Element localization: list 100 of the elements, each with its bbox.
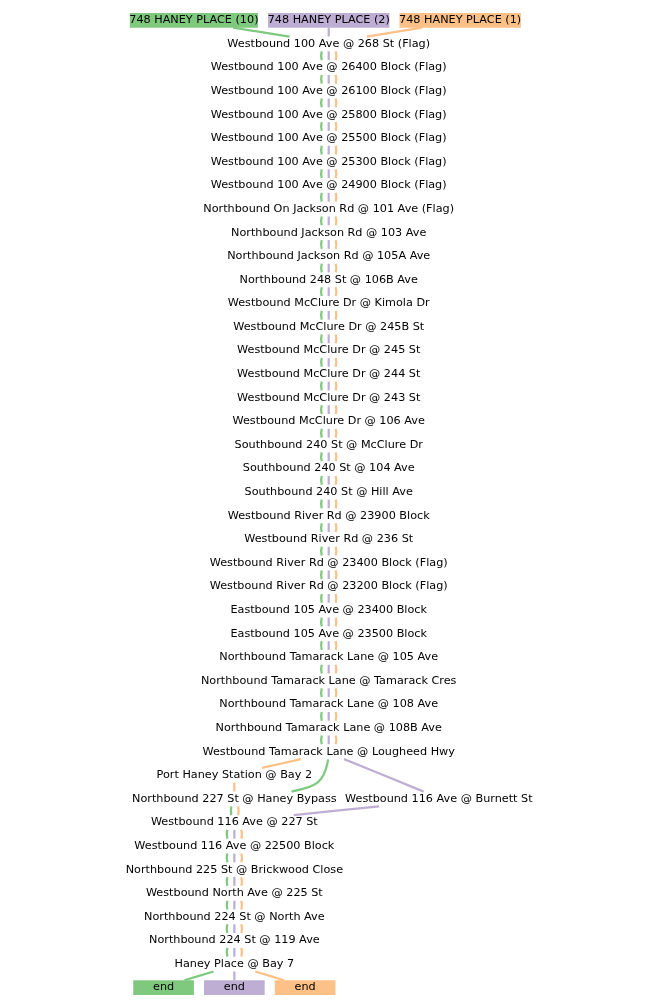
connector bbox=[343, 758, 424, 793]
connector bbox=[334, 239, 337, 250]
node-box: end bbox=[132, 980, 194, 995]
connector bbox=[334, 452, 337, 462]
node-text: Westbound McClure Dr @ 245 St bbox=[236, 343, 420, 357]
node-text: Westbound 116 Ave @ 22500 Block bbox=[133, 838, 334, 852]
connector bbox=[327, 74, 330, 84]
node-text: Westbound River Rd @ 236 St bbox=[243, 532, 413, 546]
node-text: Westbound McClure Dr @ 244 St bbox=[236, 367, 420, 381]
node-text: Westbound River Rd @ 23400 Block (Flag) bbox=[209, 555, 448, 569]
node-text: Westbound North Ave @ 225 St bbox=[145, 886, 323, 900]
connector bbox=[319, 688, 323, 698]
connector bbox=[334, 711, 337, 721]
connector bbox=[319, 735, 323, 745]
connector bbox=[239, 924, 243, 934]
node-box: 748 HANEY PLACE (1) bbox=[399, 13, 521, 28]
connector bbox=[327, 664, 330, 674]
connector bbox=[319, 216, 323, 226]
node-text: Westbound McClure Dr @ 243 St bbox=[236, 390, 420, 404]
connector bbox=[232, 971, 235, 981]
connector bbox=[319, 617, 323, 627]
connector bbox=[225, 876, 228, 887]
node-text: Westbound River Rd @ 23900 Block bbox=[227, 508, 430, 522]
connector bbox=[319, 523, 323, 533]
connector bbox=[334, 735, 337, 745]
node-text: Southbound 240 St @ 104 Ave bbox=[242, 461, 415, 475]
connector bbox=[327, 310, 330, 320]
node-text: Northbound Tamarack Lane @ 108 Ave bbox=[218, 697, 438, 711]
connector bbox=[327, 51, 330, 61]
connector bbox=[327, 546, 330, 556]
connector bbox=[232, 26, 290, 38]
connector bbox=[327, 334, 330, 344]
node-text: Northbound On Jackson Rd @ 101 Ave (Flag) bbox=[202, 201, 454, 215]
node-text: Southbound 240 St @ Hill Ave bbox=[244, 485, 413, 499]
connector bbox=[319, 334, 323, 344]
connector bbox=[334, 523, 337, 533]
node-box: 748 HANEY PLACE (2) bbox=[267, 13, 389, 28]
node-box: end bbox=[274, 980, 335, 995]
node-text: Westbound 100 Ave @ 26100 Block (Flag) bbox=[210, 83, 447, 97]
connector bbox=[327, 358, 330, 367]
node-text: Westbound River Rd @ 23200 Block (Flag) bbox=[209, 579, 448, 593]
node-box: 748 HANEY PLACE (10) bbox=[129, 13, 258, 28]
node-text: Northbound 224 St @ 119 Ave bbox=[148, 933, 320, 947]
connector bbox=[232, 924, 235, 934]
connector bbox=[334, 688, 337, 698]
connector bbox=[319, 570, 323, 580]
connector bbox=[319, 98, 323, 108]
node-text: Southbound 240 St @ McClure Dr bbox=[234, 437, 423, 451]
connector bbox=[232, 829, 235, 839]
connector bbox=[334, 475, 337, 485]
node-text: Westbound 116 Ave @ 227 St bbox=[150, 815, 318, 829]
connector bbox=[319, 145, 323, 155]
connector bbox=[327, 122, 330, 131]
connector bbox=[366, 26, 422, 38]
connector bbox=[290, 759, 329, 793]
connector bbox=[183, 970, 214, 982]
connector bbox=[319, 51, 323, 61]
node-text: Port Haney Station @ Bay 2 bbox=[156, 768, 312, 782]
node-text: Westbound 100 Ave @ 25500 Block (Flag) bbox=[210, 131, 447, 145]
connector bbox=[254, 970, 284, 982]
connector bbox=[334, 263, 337, 273]
connector bbox=[319, 711, 323, 721]
connector bbox=[319, 287, 323, 297]
connector bbox=[239, 876, 243, 887]
connector bbox=[319, 381, 323, 391]
connector bbox=[334, 640, 337, 651]
connector bbox=[327, 240, 330, 249]
connector bbox=[319, 263, 323, 273]
node-text: Northbound Tamarack Lane @ 105 Ave bbox=[218, 650, 438, 664]
connector bbox=[319, 664, 323, 674]
connector bbox=[319, 405, 323, 415]
connector bbox=[327, 452, 330, 462]
connector bbox=[319, 169, 323, 179]
connector bbox=[327, 570, 330, 580]
node-text: Westbound 100 Ave @ 25800 Block (Flag) bbox=[210, 107, 447, 121]
connector bbox=[232, 877, 235, 886]
connector bbox=[319, 640, 323, 651]
node-text: Eastbound 105 Ave @ 23400 Block bbox=[229, 602, 427, 616]
node-text: Westbound 100 Ave @ 268 St (Flag) bbox=[226, 36, 430, 50]
node-text: Northbound Tamarack Lane @ Tamarack Cres bbox=[200, 673, 456, 687]
node-text: Northbound Jackson Rd @ 105A Ave bbox=[226, 249, 430, 263]
node-text: Westbound 100 Ave @ 24900 Block (Flag) bbox=[210, 178, 447, 192]
connector bbox=[327, 523, 330, 532]
connector bbox=[334, 428, 337, 438]
connector bbox=[319, 475, 323, 485]
connector bbox=[319, 593, 323, 603]
connector bbox=[327, 688, 330, 698]
connector bbox=[225, 900, 228, 910]
connector bbox=[334, 74, 337, 84]
connector bbox=[334, 617, 337, 627]
connector bbox=[239, 829, 243, 839]
connector bbox=[327, 641, 330, 650]
connector bbox=[334, 145, 337, 155]
connector bbox=[319, 192, 323, 202]
node-text: Northbound Jackson Rd @ 103 Ave bbox=[230, 225, 426, 239]
node-text: Westbound 100 Ave @ 25300 Block (Flag) bbox=[210, 154, 447, 168]
connector bbox=[334, 570, 337, 580]
connector bbox=[239, 900, 243, 910]
connector bbox=[261, 758, 301, 770]
connector bbox=[319, 452, 323, 462]
